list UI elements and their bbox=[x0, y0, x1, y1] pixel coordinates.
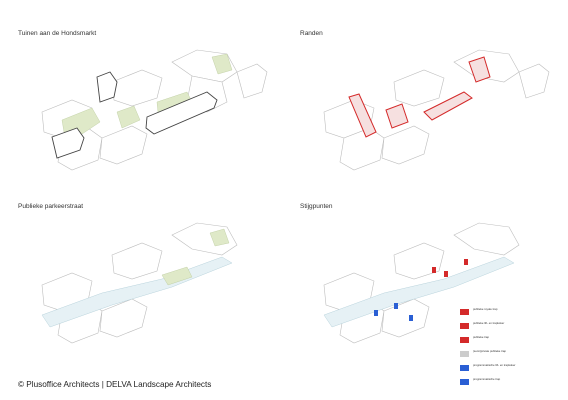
legend-item: publieke lift- en trapkoker bbox=[460, 321, 550, 332]
legend-label: publieke royale trap bbox=[473, 307, 498, 311]
legend-item: (semi)private publieke trap bbox=[460, 349, 550, 360]
red-marker bbox=[464, 259, 468, 265]
red-marker bbox=[444, 271, 448, 277]
legend-label: publieke trap bbox=[473, 335, 490, 339]
panel-title-randen: Randen bbox=[300, 30, 323, 37]
legend-item: publieke royale trap bbox=[460, 307, 550, 318]
blue-marker bbox=[394, 303, 398, 309]
legend-label: publieke lift- en trapkoker bbox=[473, 321, 505, 325]
legend-swatch bbox=[460, 323, 469, 329]
legend-label: programmatische trap bbox=[473, 377, 501, 381]
blue-marker bbox=[374, 310, 378, 316]
credit-line: © Plusoffice Architects | DELVA Landscap… bbox=[18, 380, 212, 389]
legend-swatch bbox=[460, 337, 469, 343]
access-markers bbox=[374, 259, 468, 321]
legend-swatch bbox=[460, 379, 469, 385]
diagram-randen bbox=[304, 42, 554, 192]
legend-swatch bbox=[460, 365, 469, 371]
panel-title-parkeerstraat: Publieke parkeerstraat bbox=[18, 203, 84, 210]
legend: publieke royale trap publieke lift- en t… bbox=[460, 307, 550, 392]
garden-areas bbox=[161, 228, 230, 286]
diagram-tuinen bbox=[22, 42, 272, 192]
blue-marker bbox=[409, 315, 413, 321]
red-marker bbox=[432, 267, 436, 273]
context-buildings bbox=[41, 222, 238, 344]
legend-label: (semi)private publieke trap bbox=[473, 349, 506, 353]
diagram-stijgpunten bbox=[304, 215, 554, 365]
legend-item: programmatische lift- en trapkoker bbox=[460, 363, 550, 374]
legend-item: publieke trap bbox=[460, 335, 550, 346]
highlighted-buildings bbox=[51, 71, 218, 159]
legend-swatch bbox=[460, 309, 469, 315]
panel-title-stijgpunten: Stijgpunten bbox=[300, 203, 333, 210]
legend-item: programmatische trap bbox=[460, 377, 550, 388]
context-buildings bbox=[323, 222, 520, 344]
panel-title-tuinen: Tuinen aan de Hondsmarkt bbox=[18, 30, 97, 37]
red-edges bbox=[348, 56, 491, 138]
diagram-parkeerstraat bbox=[22, 215, 272, 365]
context-buildings bbox=[41, 49, 268, 171]
street-underlay bbox=[323, 256, 515, 328]
legend-label: programmatische lift- en trapkoker bbox=[473, 363, 516, 367]
legend-swatch bbox=[460, 351, 469, 357]
